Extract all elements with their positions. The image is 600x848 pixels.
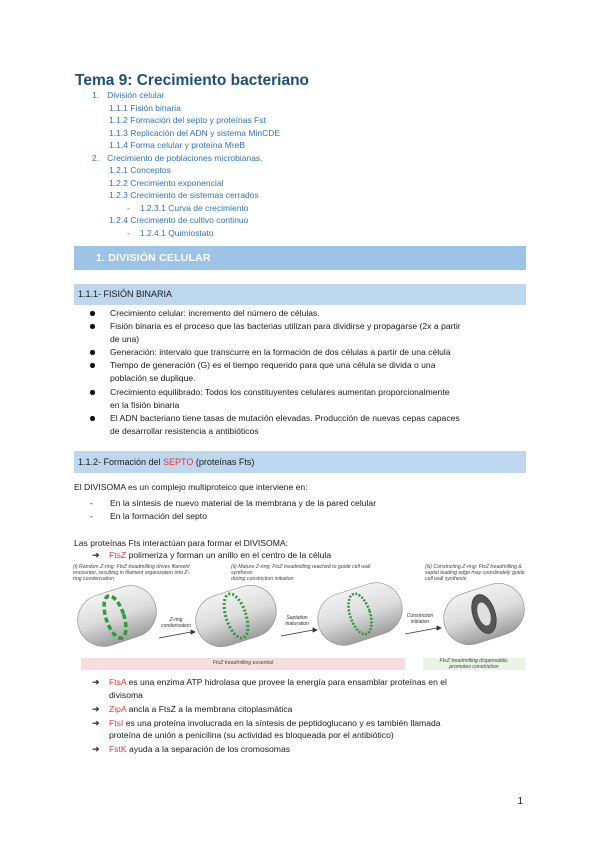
toc-item[interactable]: 1.1.2 Formación del septo y proteínas Fs… xyxy=(109,115,266,125)
ftsz-figure: (i) Random Z-ring: FtsZ treadmilling dri… xyxy=(73,562,528,672)
list-item-continuation: de desarrollar resistencia a antibiótico… xyxy=(110,425,259,436)
subsection-title: 1.1.2- Formación del SEPTO (proteínas Ft… xyxy=(78,457,255,467)
subsection-heading: 1.1.2- Formación del SEPTO (proteínas Ft… xyxy=(74,451,526,473)
page-title: Tema 9: Crecimiento bacteriano xyxy=(75,72,310,89)
paragraph: El DIVISOMA es un complejo multiproteico… xyxy=(74,482,308,492)
band-right-label: FtsZ treadmilling dispensable, promotes … xyxy=(439,658,509,670)
cell-1 xyxy=(77,585,157,647)
figure-caption: (ii) Mature Z-ring: FtsZ treadmilling re… xyxy=(231,564,371,582)
list-item-continuation: proteína de unión a penicilina (su activ… xyxy=(109,730,394,740)
band-left-label: FtsZ treadmilling essential xyxy=(212,660,274,666)
toc-item[interactable]: 1.2.2 Crecimiento exponencial xyxy=(109,177,224,188)
toc-item[interactable]: 1.2.3 Crecimiento de sistemas cerrados xyxy=(109,190,259,200)
section-title: 1. DIVISIÓN CELULAR xyxy=(96,252,211,264)
toc-item[interactable]: 2.Crecimiento de poblaciones microbianas… xyxy=(92,152,263,163)
band-left xyxy=(81,658,405,670)
toc-item[interactable]: 1.1.1 Fisión binaria xyxy=(109,102,181,113)
toc-item[interactable]: -1.2.4.1 Quimiostato xyxy=(127,227,214,238)
subsection-heading: 1.1.1- FISIÓN BINARIA xyxy=(74,284,526,305)
list-item: Crecimiento equilibrado: Todos los const… xyxy=(90,386,530,398)
step-label: Constriction initiation xyxy=(406,613,434,625)
list-item: ➔FtsI es una proteína involucrada en la … xyxy=(92,717,441,728)
cell-4 xyxy=(443,583,525,645)
list-item: Tiempo de generación (G) es el tiempo re… xyxy=(90,359,530,371)
cell-3 xyxy=(317,582,403,646)
band-right xyxy=(423,658,525,670)
step-label: Z-ring condensation xyxy=(161,617,191,629)
toc-item[interactable]: -1.2.3.1 Curva de crecimiento xyxy=(127,202,249,213)
toc-item[interactable]: 1.1.4 Forma celular y proteína MreB xyxy=(109,140,246,150)
list-item: Crecimiento celular: incremento del núme… xyxy=(90,307,530,319)
list-item: -En la síntesis de nuevo material de la … xyxy=(90,498,377,508)
division-illustration xyxy=(77,582,525,670)
toc-item[interactable]: 1.2.4 Crecimiento de cultivo continuo xyxy=(109,215,249,225)
step-arrows xyxy=(158,625,442,639)
list-item: Generación: intervalo que transcurre en … xyxy=(90,346,530,358)
subsection-title: 1.1.1- FISIÓN BINARIA xyxy=(78,289,173,299)
list-item-continuation: en la fisión binaria xyxy=(110,399,180,410)
list-item: El ADN bacteriano tiene tasas de mutació… xyxy=(90,412,530,424)
list-item: -En la formación del septo xyxy=(90,511,207,521)
list-item-continuation: población se duplique. xyxy=(110,372,196,383)
section-heading: 1. DIVISIÓN CELULAR xyxy=(74,246,526,270)
list-item: ➔FtsZ polimeriza y forman un anillo en e… xyxy=(92,550,332,560)
list-item-continuation: divisoma xyxy=(109,689,143,700)
list-item: ➔ZipA ancla a FtsZ a la membrana citopla… xyxy=(92,704,293,714)
figure-caption: (i) Random Z-ring: FtsZ treadmilling dri… xyxy=(73,564,190,582)
figure-caption: (iii) Constricting Z-ring: FtsZ treadmil… xyxy=(425,564,525,582)
step-label: Septation maturation xyxy=(285,615,309,627)
list-item-continuation: de una) xyxy=(110,333,140,344)
list-item: ➔FstK ayuda a la separación de los cromo… xyxy=(92,744,291,754)
toc-item[interactable]: 1.División celular xyxy=(92,90,165,100)
list-item: ➔FtsA es una enzima ATP hidrolasa que pr… xyxy=(92,677,447,687)
list-item: Fisión binaria es el proceso que las bac… xyxy=(90,320,530,332)
toc-item[interactable]: 1.1.3 Replicación del ADN y sistema MinC… xyxy=(109,127,281,138)
page-number: 1 xyxy=(517,796,523,807)
toc-item[interactable]: 1.2.1 Conceptos xyxy=(109,165,171,175)
paragraph: Las proteínas Fts interactúan para forma… xyxy=(74,538,288,548)
cell-2 xyxy=(195,585,277,647)
